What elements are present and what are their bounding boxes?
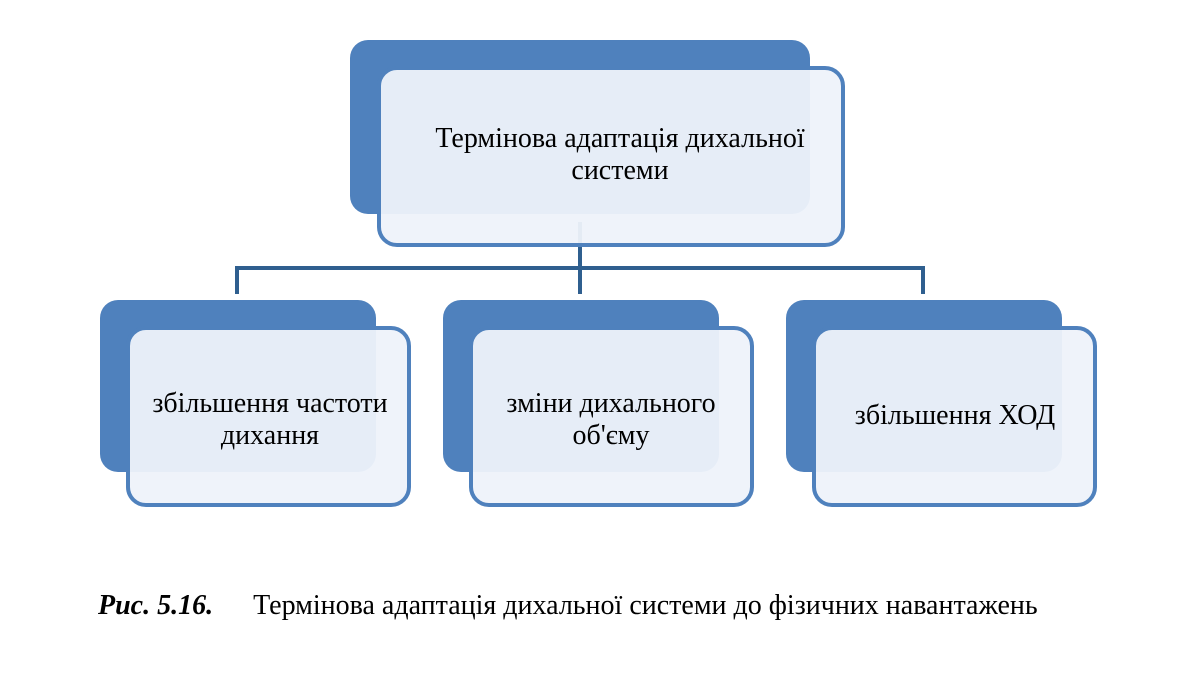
child-node-3-label: збільшення ХОД	[854, 400, 1056, 431]
child-node-1	[100, 300, 411, 507]
child-node-1-box	[126, 326, 411, 507]
figure-caption: Рис. 5.16. Термінова адаптація дихальної …	[18, 578, 1126, 634]
child-node-3-box	[812, 326, 1097, 507]
child-node-3	[786, 300, 1097, 507]
child-node-2	[443, 300, 754, 507]
diagram-canvas	[100, 40, 1097, 507]
root-node-box	[377, 66, 845, 247]
child-node-1-label: збільшення частоти дихання	[152, 388, 388, 451]
hierarchy-diagram: Термінова адаптація дихальної системи зб…	[100, 40, 1097, 507]
child-node-2-label: зміни дихального об'єму	[506, 388, 716, 451]
child-node-2-box	[469, 326, 754, 507]
root-node	[350, 40, 845, 247]
root-node-label: Термінова адаптація дихальної системи	[435, 123, 805, 186]
figure-caption-label: Рис. 5.16.	[98, 590, 214, 621]
figure-caption-text: Термінова адаптація дихальної системи до…	[253, 590, 1038, 621]
